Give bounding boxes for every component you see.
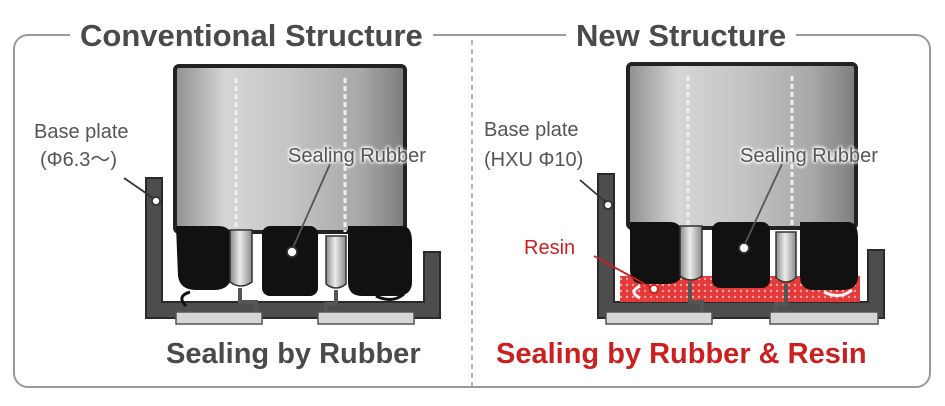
- new-capacitor-drawing: [579, 62, 885, 325]
- new-rubber-right: [800, 222, 858, 290]
- new-base-plate-label-line1: Base plate: [484, 119, 579, 141]
- conventional-sealing-rubber-label: Sealing Rubber: [288, 145, 426, 167]
- conventional-rubber-left: [176, 226, 232, 290]
- new-title: New Structure: [566, 14, 797, 58]
- conventional-rubber-center: [262, 226, 318, 296]
- new-rubber-center: [712, 222, 770, 288]
- conventional-caption: Sealing by Rubber: [166, 338, 421, 370]
- conventional-capacitor-drawing: [123, 64, 441, 325]
- new-caption: Sealing by Rubber & Resin: [496, 338, 867, 370]
- new-resin-label: Resin: [524, 237, 576, 259]
- conventional-base-plate-label-line2: (Φ6.3～): [40, 149, 118, 171]
- new-rubber-left: [630, 222, 682, 284]
- new-sealing-rubber-label: Sealing Rubber: [740, 145, 878, 167]
- conventional-rubber-right: [348, 226, 412, 296]
- outer-frame: [13, 34, 931, 388]
- new-base-plate-label-line2: (HXU Φ10): [484, 149, 584, 171]
- conventional-title: Conventional Structure: [70, 14, 433, 58]
- conventional-base-plate-label-line1: Base plate: [34, 121, 129, 143]
